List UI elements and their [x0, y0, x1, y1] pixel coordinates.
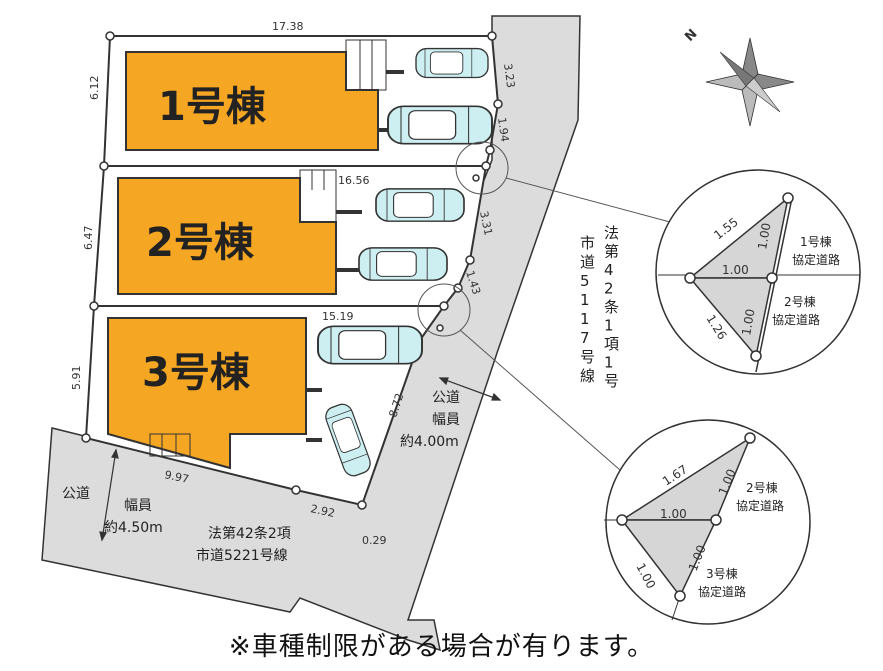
- vertical-char: 法: [604, 224, 619, 242]
- vertical-char: 道: [580, 253, 595, 271]
- building-1-label: 1号棟: [158, 84, 267, 130]
- car: [387, 105, 493, 145]
- vertical-char: 2: [604, 280, 614, 298]
- svg-text:2号棟: 2号棟: [746, 480, 778, 495]
- car: [358, 247, 448, 281]
- svg-text:1.00: 1.00: [739, 308, 757, 337]
- building-3-label: 3号棟: [142, 350, 251, 396]
- dim-lot3-bottom-c: 0.29: [362, 534, 387, 547]
- dim-lot1-left: 6.12: [88, 76, 101, 101]
- dim-lot1-top: 17.38: [272, 20, 304, 33]
- svg-text:1.00: 1.00: [755, 222, 773, 251]
- vertical-char: 1: [604, 354, 614, 372]
- car: [317, 325, 423, 365]
- dim-lot3-top: 15.19: [322, 310, 354, 323]
- svg-text:2号棟: 2号棟: [784, 294, 816, 309]
- south-road-name: 市道5221号線: [196, 547, 288, 564]
- vertical-char: 第: [604, 243, 619, 261]
- boundary-points: [81, 31, 503, 510]
- svg-text:協定道路: 協定道路: [792, 252, 840, 267]
- detail-marker-2: [417, 283, 471, 337]
- south-road-width-value: 約4.50m: [104, 520, 163, 536]
- east-road-width-value: 約4.00m: [400, 434, 459, 450]
- detail-marker-1: [455, 141, 509, 195]
- vertical-char: 1: [580, 291, 590, 309]
- vertical-char: 線: [580, 367, 595, 385]
- east-road-title: 公道: [432, 390, 460, 406]
- dim-lot2-right-a: 3.31: [477, 210, 495, 237]
- vertical-char: 号: [604, 372, 619, 390]
- vertical-char: 7: [580, 329, 590, 347]
- vehicle-restriction-note: ※車種制限がある場合が有ります。: [228, 632, 655, 662]
- vertical-char: 4: [604, 261, 614, 279]
- south-road-title: 公道: [62, 486, 90, 502]
- south-road-width-label: 幅員: [124, 498, 152, 514]
- dim-lot3-bottom-a: 9.97: [163, 468, 190, 486]
- dim-lot1-right-a: 3.23: [501, 63, 517, 89]
- compass-rose: [705, 37, 795, 127]
- dim-lot1-right-b: 1.94: [495, 117, 511, 143]
- dim-lot2-left: 6.47: [82, 226, 95, 251]
- vertical-char: 項: [604, 335, 619, 353]
- svg-text:協定道路: 協定道路: [772, 312, 820, 327]
- vertical-char: 市: [580, 234, 595, 252]
- svg-text:協定道路: 協定道路: [736, 498, 784, 513]
- road-width-arrows: [99, 377, 502, 542]
- east-road-width-label: 幅員: [432, 412, 460, 428]
- svg-text:1.00: 1.00: [722, 263, 749, 277]
- svg-text:3号棟: 3号棟: [706, 566, 738, 581]
- vertical-char: 1: [580, 310, 590, 328]
- svg-text:1.00: 1.00: [660, 507, 687, 521]
- detail-2: 1.67 1.00 1.00 1.00 1.00 2号棟 協定道路 3号棟 協定…: [604, 419, 811, 625]
- building-3: [107, 317, 307, 470]
- vertical-char: 1: [604, 317, 614, 335]
- south-road-law: 法第42条2項: [208, 525, 291, 542]
- svg-text:1号棟: 1号棟: [800, 234, 832, 249]
- dim-lot2-top: 16.56: [338, 174, 370, 187]
- dim-lot3-bottom-b: 2.92: [309, 502, 336, 520]
- entrance-steps: [149, 39, 387, 457]
- vertical-char: 条: [604, 298, 619, 316]
- car: [375, 188, 465, 222]
- dim-lot3-left: 5.91: [70, 366, 83, 391]
- car: [415, 47, 489, 79]
- north-label: N: [682, 27, 700, 45]
- building-2-label: 2号棟: [146, 220, 255, 266]
- vertical-char: 号: [580, 348, 595, 366]
- vertical-char: 5: [580, 272, 590, 290]
- svg-text:協定道路: 協定道路: [698, 584, 746, 599]
- detail-1: 1.55 1.00 1.00 1.00 1.26 1号棟 協定道路 2号棟 協定…: [655, 169, 861, 375]
